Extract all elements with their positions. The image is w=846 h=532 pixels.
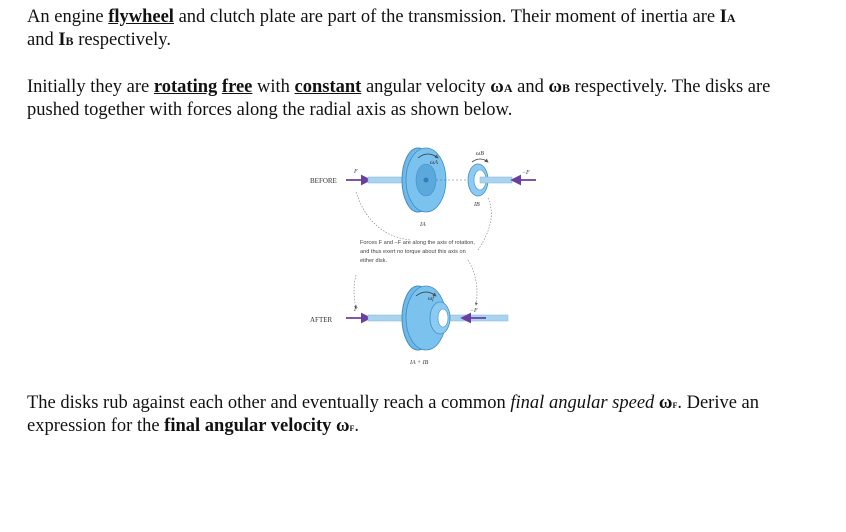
svg-text:−F: −F	[522, 170, 530, 176]
force-f-after: F	[346, 307, 372, 324]
rotation-arrow-b	[471, 158, 489, 163]
text: An engine	[27, 7, 109, 27]
text: respectively. The disks are pushed toget…	[27, 77, 771, 120]
after-label: AFTER	[310, 316, 333, 324]
text: and	[27, 30, 59, 50]
final-velocity-term: final angular velocity	[164, 416, 332, 436]
svg-text:F: F	[353, 169, 358, 175]
text: and	[512, 77, 549, 97]
rotation-arrow-after	[415, 291, 437, 297]
svg-text:F: F	[353, 307, 358, 313]
omega-f-symbol-2: ωf	[335, 416, 355, 436]
inertia-b-label: IB	[473, 202, 480, 208]
force-negf-before: −F	[510, 170, 536, 186]
text: .	[354, 416, 360, 436]
initial-state-paragraph: Initially they are rotating free with co…	[27, 76, 827, 121]
combined-inertia-label: IA + IB	[409, 360, 429, 366]
before-label: BEFORE	[310, 177, 337, 185]
final-state-paragraph: The disks rub against each other and eve…	[27, 392, 827, 438]
text: angular velocity	[361, 77, 491, 97]
inertia-b-symbol: IB	[58, 30, 74, 50]
omega-a-symbol: ωA	[490, 77, 513, 97]
text: with	[252, 77, 295, 97]
text: The disks rub against each other and eve…	[27, 393, 511, 413]
final-speed-term: final angular speed	[510, 393, 655, 413]
omega-b-label: ωB	[476, 151, 484, 157]
connector-down-left	[353, 274, 357, 309]
svg-text:Forces F and −F are along the: Forces F and −F are along the axis of ro…	[360, 240, 475, 246]
flywheel-term: flywheel	[108, 7, 174, 27]
free-term: free	[221, 77, 253, 97]
omega-b-symbol: ωB	[548, 77, 570, 97]
rotation-arrow-a	[417, 153, 439, 159]
connector-left	[355, 191, 411, 241]
omega-f-label: ωf	[428, 295, 435, 302]
clutch-diagram: BEFORE F ωA ωB IB −F IA Forces F and −F …	[310, 147, 536, 366]
connector-down-right	[467, 259, 478, 306]
intro-paragraph: An engine flywheel and clutch plate are …	[27, 6, 827, 52]
svg-text:either disk.: either disk.	[360, 258, 387, 264]
inertia-a-symbol: IA	[719, 7, 736, 27]
inertia-a-label: IA	[419, 222, 426, 228]
text: and clutch plate are part of the transmi…	[173, 7, 720, 27]
text: Initially they are	[27, 77, 154, 97]
connector-right	[477, 197, 492, 251]
rotating-term: rotating	[153, 77, 218, 97]
omega-f-symbol: ωf	[658, 393, 678, 413]
flywheel-disk-a	[401, 147, 447, 213]
combined-disks	[401, 285, 451, 351]
svg-text:and thus exert no torque about: and thus exert no torque about this axis…	[360, 249, 466, 255]
clutch-plate-b	[467, 163, 513, 197]
text: . Derive an expression for the	[27, 393, 760, 436]
force-note: Forces F and −F are along the axis of ro…	[360, 240, 475, 264]
force-negf-after: −F	[460, 308, 486, 324]
force-f-before: F	[346, 169, 372, 186]
svg-text:−F: −F	[470, 308, 478, 314]
text: respectively.	[73, 30, 171, 50]
omega-a-label: ωA	[430, 160, 438, 166]
constant-term: constant	[294, 77, 362, 97]
